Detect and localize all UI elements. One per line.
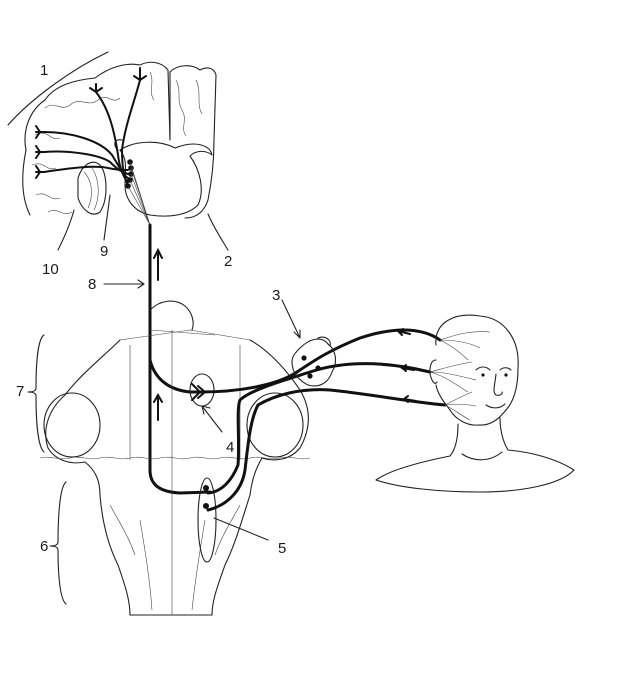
bracket-7 [27, 334, 45, 453]
medulla-inner [109, 330, 241, 615]
tract-main [148, 223, 212, 495]
label-9-line [103, 194, 111, 241]
label-4-arrow [201, 405, 223, 433]
thalamus [119, 141, 213, 217]
mandibular-branches [444, 391, 477, 421]
label-2: 2 [224, 253, 232, 270]
neck [449, 417, 509, 457]
gyri-right [149, 71, 203, 137]
arrow-up-upper [153, 247, 163, 281]
head-figure [375, 314, 575, 493]
leader-lines [27, 194, 229, 605]
spinal-nucleus [197, 477, 217, 563]
label-7: 7 [16, 383, 24, 400]
internal-capsule [77, 161, 107, 215]
spinal-synapse-2 [203, 503, 209, 509]
label-1-bracket [7, 51, 109, 126]
ganglion-cell-3 [307, 373, 313, 379]
pons-outline [45, 339, 309, 496]
gyri-left [31, 97, 121, 214]
fiber-b [95, 91, 129, 183]
ganglion-cell-1 [301, 355, 307, 361]
bracket-6 [49, 481, 67, 605]
converging-fibers [127, 161, 151, 226]
ganglion-cell-2 [315, 365, 321, 371]
eye-right [504, 373, 508, 377]
afferent-lower [206, 388, 447, 512]
label-1: 1 [40, 62, 48, 79]
label-8: 8 [88, 276, 96, 293]
cortex-outline-right [169, 65, 217, 219]
label-3-arrow [281, 299, 301, 339]
peduncle-left [43, 392, 101, 458]
cortical-fibers [43, 79, 151, 226]
number-labels: 1 2 3 4 5 6 7 8 9 10 [16, 62, 286, 557]
cortical-neuron-left [35, 125, 45, 179]
maxillary-branches [429, 361, 477, 393]
label-9: 9 [100, 243, 108, 260]
ophthalmic-branches [439, 331, 491, 361]
mouth [485, 403, 506, 409]
arrow-afferent-1 [396, 328, 411, 336]
trigeminal-ganglion [291, 338, 337, 387]
neck-front [461, 451, 503, 461]
afferent-middle [206, 362, 432, 495]
label-5-line [213, 517, 269, 541]
fiber-e [43, 165, 129, 173]
peduncle-right [246, 392, 304, 458]
arrow-afferent-2 [400, 364, 415, 372]
label-6: 6 [40, 538, 48, 555]
arrow-afferent-3 [402, 395, 417, 403]
brainstem [39, 300, 311, 616]
label-2-line [207, 213, 229, 251]
eyebrows [475, 366, 512, 371]
nose [493, 373, 503, 396]
label-10-line [57, 209, 75, 251]
trigeminal-ganglion-fibers [191, 299, 447, 541]
shoulders [375, 449, 575, 493]
tract-branch-principal [148, 358, 202, 394]
ganglion-branch [317, 336, 331, 347]
label-5: 5 [278, 540, 286, 557]
midbrain-outline [149, 300, 194, 331]
spinal-synapse-1 [203, 485, 209, 491]
cortex-outline [22, 61, 171, 216]
fiber-c [43, 131, 129, 179]
label-3: 3 [272, 287, 280, 304]
label-8-arrow [103, 279, 145, 289]
arrow-up-lower [153, 392, 163, 421]
trigeminothalamic-tract [103, 223, 212, 495]
label-4: 4 [226, 439, 234, 456]
head-outline [435, 314, 519, 426]
label-10: 10 [42, 261, 59, 278]
eye-left [481, 373, 485, 377]
afferent-upper [198, 328, 442, 394]
internal-capsule-lines [83, 167, 99, 211]
principal-synapse [191, 383, 207, 401]
fiber-d [43, 150, 129, 175]
pons-medulla-boundary [39, 456, 311, 460]
ear [429, 359, 438, 384]
medulla-outline [99, 494, 251, 616]
